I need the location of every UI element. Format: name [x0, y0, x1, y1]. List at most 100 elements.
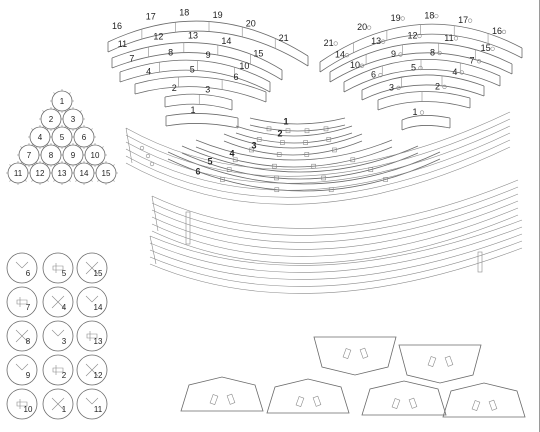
pentagon-plate	[398, 344, 482, 384]
gear-tooth	[42, 146, 45, 149]
rib-notch	[326, 137, 332, 142]
arc-inner-edge	[134, 86, 267, 103]
peg-hole	[333, 41, 338, 46]
segment-label: 10	[239, 61, 249, 71]
gear-tooth	[57, 146, 60, 149]
plate-slot	[471, 400, 481, 412]
round-piece	[76, 354, 108, 386]
arc-outer-edge	[361, 74, 485, 91]
gear-label: 6	[82, 133, 87, 142]
segment-label: 15	[481, 43, 491, 53]
rib-notch	[303, 140, 308, 145]
segment-label: 5	[190, 64, 195, 74]
round-piece-label: 10	[24, 405, 33, 414]
gear-tooth	[53, 179, 56, 182]
arc-outer-edge	[164, 93, 233, 101]
peg-hole	[453, 36, 459, 41]
segment-label: 5	[411, 62, 416, 72]
segment-label: 16	[112, 21, 122, 31]
pentagon-plate	[442, 382, 526, 418]
gear-tooth	[24, 179, 27, 182]
round-piece-label: 4	[62, 303, 67, 312]
peg-hole	[378, 73, 383, 78]
round-piece	[42, 286, 74, 318]
v-cutout	[85, 397, 99, 405]
gear-label: 15	[102, 169, 111, 178]
rib-notch	[350, 157, 356, 163]
strip-end	[149, 235, 157, 265]
arc-inner-edge	[361, 84, 485, 101]
rib-notch	[249, 147, 254, 153]
rib-edge	[249, 117, 346, 125]
strip-edge	[151, 186, 519, 236]
rib-edge	[181, 145, 419, 173]
rib-notch	[276, 152, 282, 157]
round-piece	[6, 252, 38, 284]
peg-hole	[490, 46, 495, 51]
gear-label: 14	[80, 169, 89, 178]
arc-outer-edge	[111, 42, 283, 71]
strip-end	[125, 127, 133, 164]
round-piece-label: 14	[94, 303, 103, 312]
plate-slot	[342, 348, 352, 360]
long-curved-strips	[125, 111, 523, 294]
round-piece-label: 2	[62, 371, 67, 380]
peg-hole	[419, 110, 425, 115]
arc-inner-edge	[119, 69, 271, 93]
strip-tab	[185, 211, 191, 245]
gear-label: 10	[91, 151, 100, 160]
rib-edge	[235, 125, 353, 137]
gear-tooth	[68, 164, 71, 167]
peg-hole	[400, 16, 405, 21]
v-cutout	[85, 295, 99, 303]
plate-slot	[359, 347, 369, 359]
cross-cutout	[16, 399, 28, 409]
rib-edge	[195, 146, 393, 168]
round-piece-label: 6	[26, 269, 31, 278]
strip-edge	[151, 200, 519, 250]
strip-tab	[477, 251, 483, 273]
rib-edge	[223, 140, 363, 156]
plate-slot	[226, 393, 236, 405]
arc-outer-edge	[343, 58, 501, 83]
rib-notch	[280, 140, 285, 145]
rib-notch	[232, 157, 238, 163]
segment-label: 3	[389, 82, 394, 92]
x-cutout	[51, 295, 65, 309]
pentagon-plate	[361, 380, 447, 416]
gear-tooth	[9, 164, 12, 167]
arc-outer-edge	[401, 115, 451, 121]
segment-label: 17	[146, 11, 156, 21]
plate-slot	[391, 398, 401, 410]
arc-outer-edge	[134, 76, 267, 93]
gear-tooth	[86, 146, 89, 149]
plate-slot	[295, 396, 305, 408]
segment-label: 8	[168, 48, 173, 58]
plate-slot	[209, 394, 219, 406]
pentagon-plate	[313, 336, 397, 376]
gear-tooth	[46, 179, 49, 182]
round-piece-label: 13	[94, 337, 103, 346]
rib-label: 4	[229, 148, 234, 158]
segment-label: 6	[371, 69, 376, 79]
peg-hole	[381, 39, 386, 44]
gear-tooth	[24, 164, 27, 167]
segment-label: 16	[492, 26, 502, 36]
round-piece	[6, 286, 38, 318]
gear-tooth	[112, 179, 115, 182]
x-cutout	[15, 329, 29, 343]
strip-edge	[125, 125, 511, 184]
gear-tooth	[46, 128, 49, 131]
round-piece-label: 12	[94, 371, 103, 380]
segment-label: 21	[324, 38, 334, 48]
segment-label: 2	[172, 83, 177, 93]
rib-notch	[323, 126, 329, 132]
arc-inner-edge	[165, 123, 239, 129]
rib-notch	[272, 163, 277, 169]
gear-tooth	[53, 128, 56, 131]
round-piece	[76, 286, 108, 318]
segment-label: 15	[253, 49, 263, 59]
